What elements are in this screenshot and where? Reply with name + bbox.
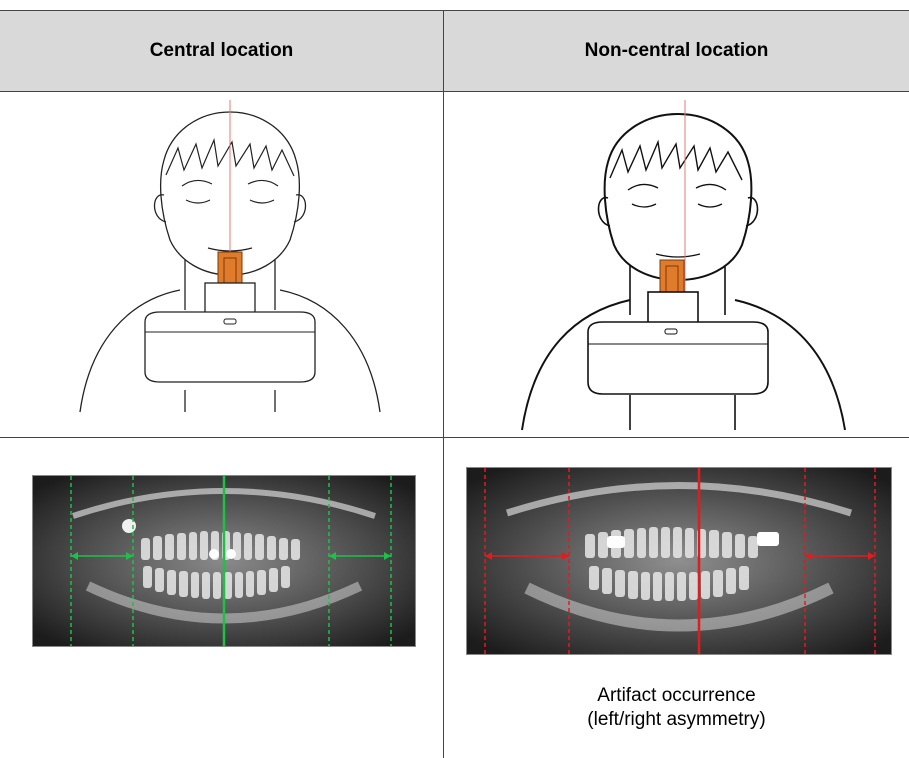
artifact-caption: Artifact occurrence (left/right asymmetr… (444, 684, 909, 732)
table-header-row: Central location Non-central location (0, 10, 909, 92)
caption-line-1: Artifact occurrence (444, 684, 909, 708)
header-central-location: Central location (0, 11, 443, 91)
column-divider (443, 10, 444, 758)
central-panoramic-xray (32, 475, 416, 647)
row-divider (0, 437, 909, 438)
noncentral-patient-illustration (510, 100, 860, 435)
central-patient-illustration (60, 100, 400, 430)
caption-line-2: (left/right asymmetry) (444, 708, 909, 732)
noncentral-panoramic-xray (466, 467, 892, 655)
header-noncentral-location: Non-central location (444, 11, 909, 91)
